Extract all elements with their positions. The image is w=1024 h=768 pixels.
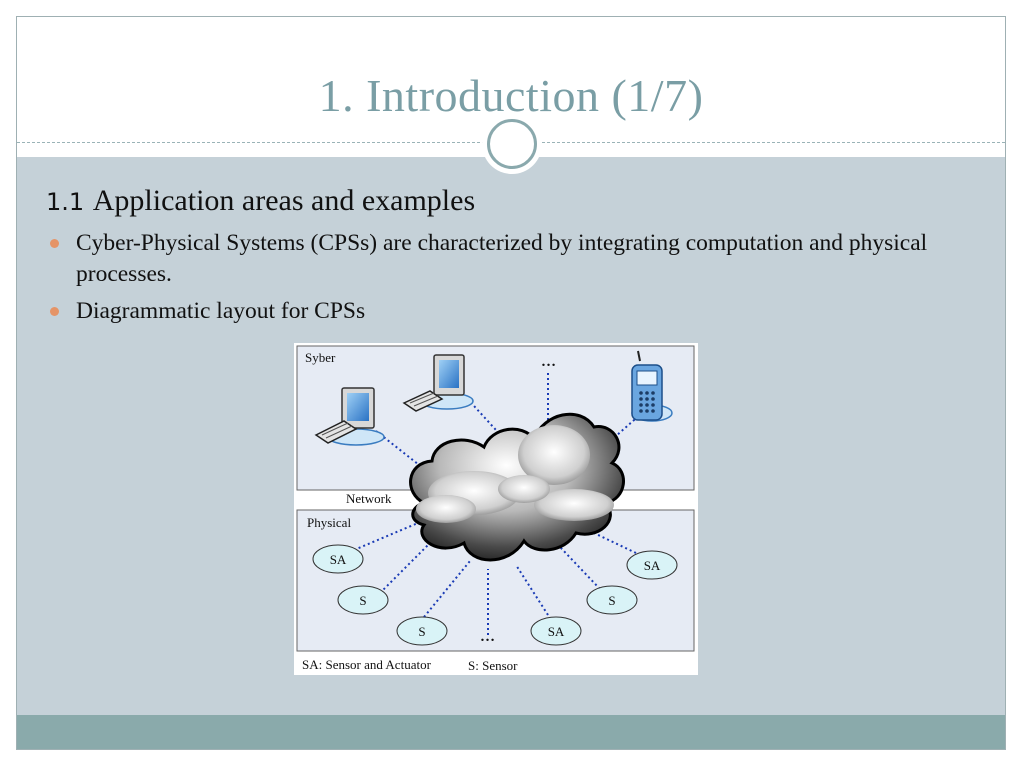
footer-band [17, 715, 1005, 749]
bullet-dot [50, 239, 59, 248]
section-heading: 1.1 Application areas and examples [46, 184, 475, 218]
cyber-label: Syber [305, 350, 336, 365]
cps-diagram: Syber Network Physical … [294, 343, 698, 675]
node-label: SA [330, 552, 347, 567]
cps-diagram-svg: Syber Network Physical … [296, 345, 695, 673]
bullet-dot [50, 307, 59, 316]
node-label: SA [548, 624, 565, 639]
link-line [379, 540, 433, 594]
section-number: 1.1 [46, 188, 85, 216]
node-label: S [608, 593, 615, 608]
ornament-ring [487, 119, 537, 169]
physical-panel [296, 509, 695, 652]
legend-s: S: Sensor [468, 658, 518, 673]
node-s: S [337, 585, 389, 615]
bullet-item: Cyber-Physical Systems (CPSs) are charac… [46, 228, 966, 290]
node-sa: SA [626, 550, 678, 580]
node-s: S [586, 585, 638, 615]
bullet-list: Cyber-Physical Systems (CPSs) are charac… [46, 228, 966, 333]
node-label: SA [644, 558, 661, 573]
node-label: S [418, 624, 425, 639]
computer-icon [314, 387, 385, 446]
physical-label: Physical [307, 515, 351, 530]
bullet-text: Diagrammatic layout for CPSs [76, 298, 366, 324]
network-label: Network [346, 491, 392, 506]
legend-sa: SA: Sensor and Actuator [302, 657, 432, 672]
section-title: Application areas and examples [92, 184, 476, 217]
cyber-ellipsis: … [541, 354, 556, 370]
network-cloud [409, 412, 625, 562]
node-sa: SA [530, 616, 582, 646]
node-s: S [396, 616, 448, 646]
node-sa: SA [312, 544, 364, 574]
slide-title: 1. Introduction (1/7) [318, 70, 704, 121]
bullet-item: Diagrammatic layout for CPSs [46, 296, 966, 327]
cellphone-icon [631, 350, 673, 422]
physical-ellipsis: … [480, 629, 495, 645]
node-label: S [359, 593, 366, 608]
computer-icon [402, 354, 474, 412]
link-line [423, 560, 471, 618]
link-line [353, 522, 419, 551]
bullet-text: Cyber-Physical Systems (CPSs) are charac… [76, 230, 928, 287]
